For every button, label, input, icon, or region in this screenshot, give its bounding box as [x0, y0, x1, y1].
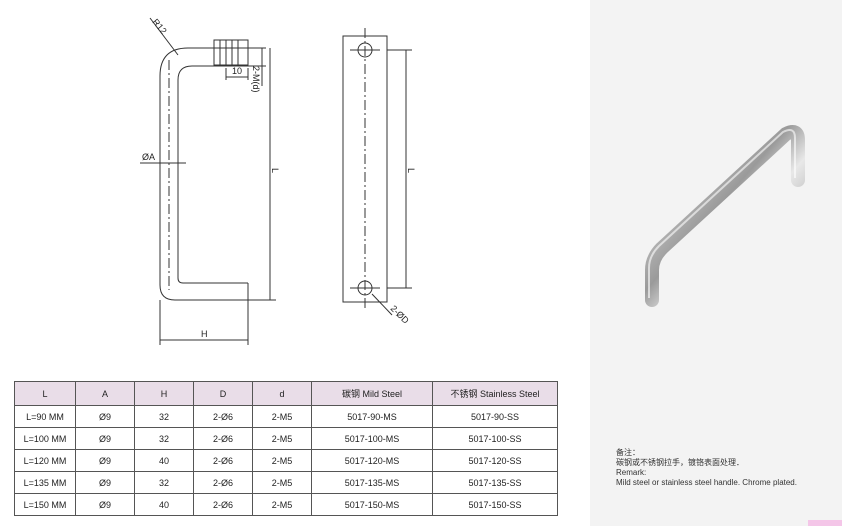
header-h: H: [134, 381, 194, 406]
header-a: A: [75, 381, 135, 406]
cell-h: 40: [134, 449, 194, 472]
diameter-a-label: ØA: [142, 152, 155, 162]
handle-photo: [645, 125, 805, 307]
cell-l: L=120 MM: [14, 449, 76, 472]
cell-thread: 2-M5: [252, 449, 312, 472]
corner-accent: [808, 520, 842, 526]
length-side-label: L: [270, 168, 280, 173]
length-front-label: L: [406, 168, 416, 173]
header-mild-steel: 碳钢 Mild Steel: [311, 381, 433, 406]
cell-l: L=90 MM: [14, 405, 76, 428]
cell-mild-steel: 5017-120-MS: [311, 449, 433, 472]
cell-stainless-steel: 5017-150-SS: [432, 493, 558, 516]
cell-l: L=100 MM: [14, 427, 76, 450]
technical-drawing: R12 10 2-M(d) ØA L H L 2-ØD: [140, 17, 416, 345]
cell-h: 32: [134, 471, 194, 494]
cell-thread: 2-M5: [252, 405, 312, 428]
cell-thread: 2-M5: [252, 493, 312, 516]
spec-table: L A H D d 碳钢 Mild Steel 不锈钢 Stainless St…: [14, 381, 558, 516]
radius-leader: [149, 17, 179, 56]
cell-a: Ø9: [75, 493, 135, 516]
spec-table-header: L A H D d 碳钢 Mild Steel 不锈钢 Stainless St…: [14, 381, 558, 406]
cell-d: 2-Ø6: [193, 427, 253, 450]
cell-h: 40: [134, 493, 194, 516]
header-d: D: [193, 381, 253, 406]
cell-mild-steel: 5017-100-MS: [311, 427, 433, 450]
product-photo-panel: [590, 0, 842, 526]
cell-d: 2-Ø6: [193, 471, 253, 494]
cell-d: 2-Ø6: [193, 449, 253, 472]
radius-label: R12: [150, 17, 168, 36]
table-row: L=100 MM Ø9 32 2-Ø6 2-M5 5017-100-MS 501…: [14, 427, 558, 450]
cell-h: 32: [134, 427, 194, 450]
cell-stainless-steel: 5017-100-SS: [432, 427, 558, 450]
cell-stainless-steel: 5017-90-SS: [432, 405, 558, 428]
cell-mild-steel: 5017-150-MS: [311, 493, 433, 516]
remark-cn-text: 碳钢或不锈钢拉手，镀铬表面处理．: [616, 458, 744, 467]
header-thread: d: [252, 381, 312, 406]
header-l: L: [14, 381, 76, 406]
thread-label: 2-M(d): [251, 66, 261, 93]
ten-label: 10: [232, 66, 242, 76]
cell-a: Ø9: [75, 405, 135, 428]
cell-d: 2-Ø6: [193, 405, 253, 428]
cell-thread: 2-M5: [252, 471, 312, 494]
table-row: L=135 MM Ø9 32 2-Ø6 2-M5 5017-135-MS 501…: [14, 471, 558, 494]
cell-stainless-steel: 5017-120-SS: [432, 449, 558, 472]
handle-side-outline-outer: [159, 47, 248, 301]
cell-mild-steel: 5017-135-MS: [311, 471, 433, 494]
remark-en-text: Mild steel or stainless steel handle. Ch…: [616, 478, 797, 487]
header-stainless-steel: 不锈钢 Stainless Steel: [432, 381, 558, 406]
remark-en-title: Remark:: [616, 468, 647, 477]
cell-h: 32: [134, 405, 194, 428]
thread-stud: [213, 39, 249, 66]
cell-d: 2-Ø6: [193, 493, 253, 516]
height-label: H: [201, 329, 208, 339]
table-row: L=90 MM Ø9 32 2-Ø6 2-M5 5017-90-MS 5017-…: [14, 405, 558, 428]
cell-a: Ø9: [75, 449, 135, 472]
cell-mild-steel: 5017-90-MS: [311, 405, 433, 428]
cell-l: L=150 MM: [14, 493, 76, 516]
handle-side-outline-inner: [177, 65, 248, 284]
cell-a: Ø9: [75, 471, 135, 494]
remark-cn-title: 备注：: [616, 448, 640, 457]
table-row: L=150 MM Ø9 40 2-Ø6 2-M5 5017-150-MS 501…: [14, 493, 558, 516]
cell-a: Ø9: [75, 427, 135, 450]
table-row: L=120 MM Ø9 40 2-Ø6 2-M5 5017-120-MS 501…: [14, 449, 558, 472]
cell-thread: 2-M5: [252, 427, 312, 450]
cell-l: L=135 MM: [14, 471, 76, 494]
cell-stainless-steel: 5017-135-SS: [432, 471, 558, 494]
remark-block: 备注： 碳钢或不锈钢拉手，镀铬表面处理． Remark: Mild steel …: [616, 448, 797, 488]
